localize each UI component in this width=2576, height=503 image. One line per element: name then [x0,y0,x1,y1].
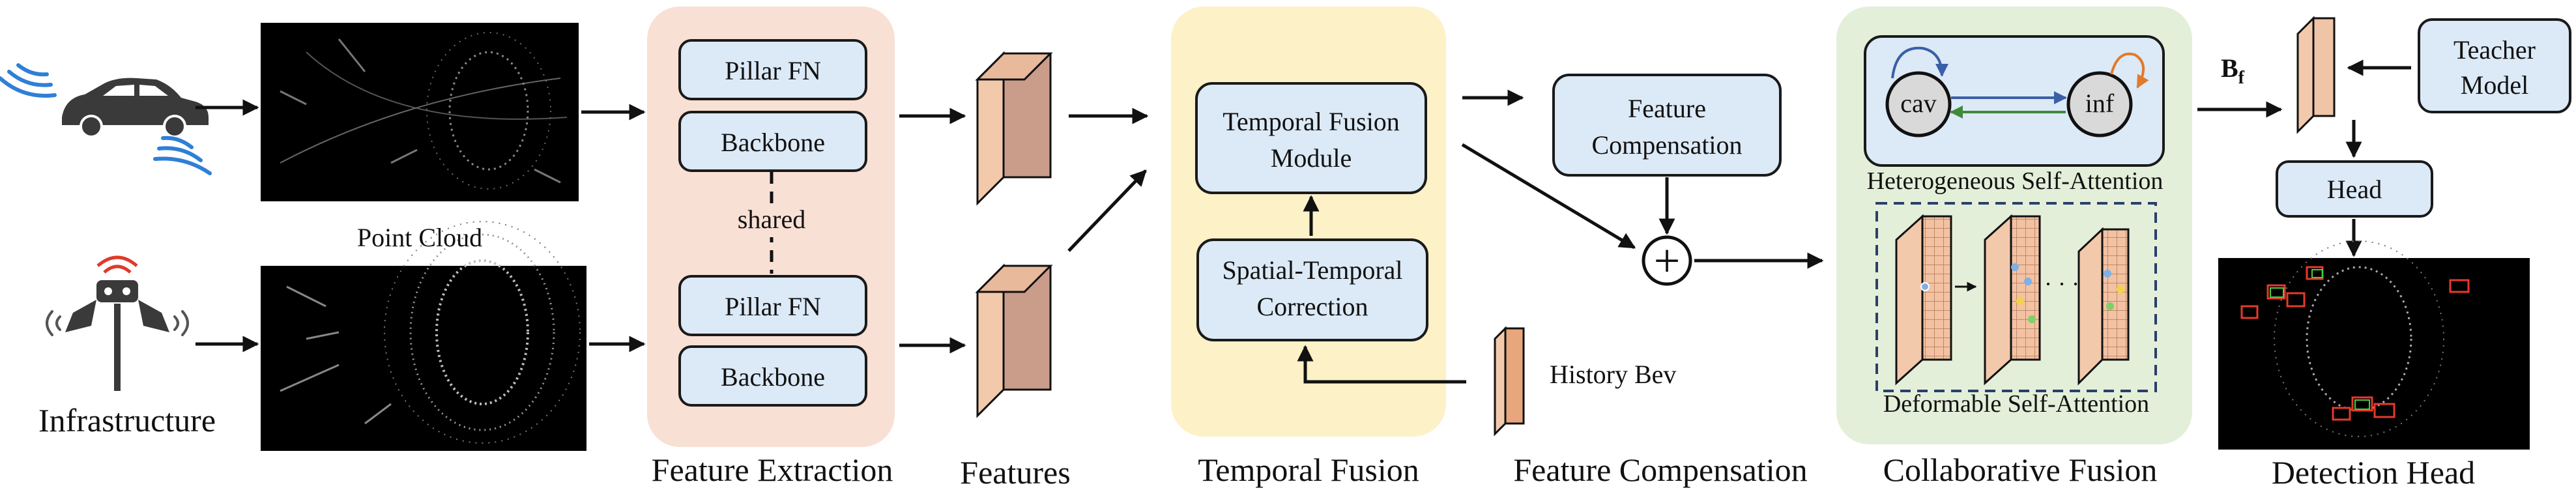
collaborative-fusion-stage-label: Collaborative Fusion [1883,452,2158,488]
feature-compensation-box [1552,74,1782,177]
arrow-feature-bottom-to-temporal [1067,169,1147,252]
shared-label-bg [725,206,818,237]
deformable-dots: · · · [2044,271,2079,297]
teacher-model-line2: Model [2461,70,2528,100]
feature-compensation-line2: Compensation [1591,130,1742,160]
lidar-points-infrastructure [280,221,581,444]
shared-label: shared [738,205,805,234]
deformable-grid-2 [1984,214,2041,386]
feature-map-bottom [975,263,1053,418]
deformable-attention-box [1875,202,2157,392]
history-bev-label: History Bev [1550,360,1676,389]
feature-compensation-line1: Feature [1628,94,1706,123]
deformable-grid-1 [1895,214,1952,386]
backbone-top-box [678,111,867,172]
backbone-bottom-label: Backbone [721,362,825,392]
vehicle-input [0,63,212,175]
deformable-attention-label: Deformable Self-Attention [1883,390,2149,418]
detection-head-stage-label: Detection Head [2272,454,2475,491]
feature-compensation-stage-label: Feature Compensation [1513,452,1807,488]
features-stage-label: Features [960,454,1070,491]
arrow-history-to-correction [1297,345,1466,384]
detection-output-image [2218,258,2530,450]
feature-extraction-stage-label: Feature Extraction [652,452,893,488]
deformable-grid-3 [2077,227,2130,386]
spatial-temporal-correction-line1: Spatial-Temporal [1222,255,1402,285]
inf-node-icon [2066,71,2133,137]
cav-node-icon [1885,71,1952,137]
pillar-fn-bottom-box [678,275,867,336]
heterogeneous-attention-label: Heterogeneous Self-Attention [1867,167,2164,195]
point-cloud-infrastructure-image [261,266,586,451]
history-bev-feature-map [1494,326,1525,437]
point-cloud-label: Point Cloud [357,223,482,252]
infrastructure-signal-icon [46,310,189,336]
car-icon [62,78,209,138]
temporal-fusion-stage-label: Temporal Fusion [1198,452,1419,488]
feature-map-top [975,51,1053,206]
signal-wave-icon [0,63,212,175]
teacher-model-box [2418,18,2571,113]
temporal-fusion-module-box [1195,82,1427,194]
temporal-fusion-module-line2: Module [1271,143,1352,173]
point-cloud-vehicle-image [261,23,579,201]
bf-label: Bf [2221,53,2245,88]
spatial-temporal-correction-line2: Correction [1256,292,1368,321]
pillar-fn-top-label: Pillar FN [725,56,821,85]
lidar-points-vehicle [280,32,568,190]
infrastructure-label: Infrastructure [38,402,216,438]
backbone-bottom-box [678,345,867,407]
bf-feature-map [2296,16,2336,134]
pillar-fn-top-box [678,39,867,100]
head-label: Head [2327,175,2382,204]
inf-node-label: inf [2085,89,2115,118]
cav-self-loop [1891,46,1948,79]
teacher-model-line1: Teacher [2453,35,2536,65]
add-operator-symbol: + [1654,235,1681,287]
inf-self-loop [2110,52,2149,89]
cav-node-label: cav [1900,89,1937,118]
detection-output-content [2240,240,2470,437]
backbone-top-label: Backbone [721,128,825,157]
arrow-temporal-to-add [1461,143,1636,250]
spatial-temporal-correction-box [1196,238,1428,341]
head-box [2276,160,2433,218]
pillar-fn-bottom-label: Pillar FN [725,292,821,321]
temporal-fusion-module-line1: Temporal Fusion [1223,107,1400,136]
infrastructure-input [46,255,189,391]
add-operator-icon [1642,235,1692,286]
temporal-fusion-panel [1171,7,1446,437]
roadside-unit-icon [65,255,169,391]
